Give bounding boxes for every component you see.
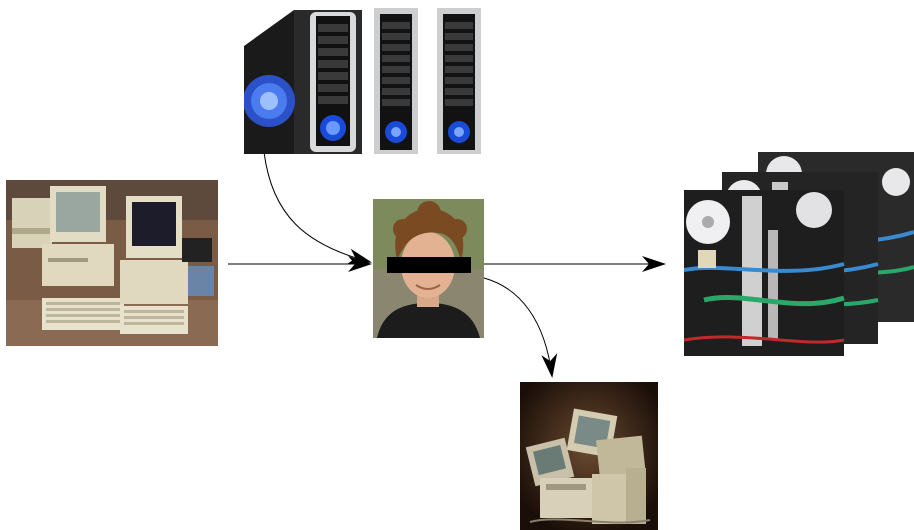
arrow-person-to-junk bbox=[483, 277, 558, 378]
person-photo-censored bbox=[373, 199, 484, 338]
old-computers-image bbox=[6, 180, 218, 346]
server-towers-image bbox=[244, 6, 484, 154]
computer-junk-pile-image bbox=[520, 382, 658, 530]
computer-cluster-image bbox=[684, 152, 914, 356]
arrow-servers-to-person bbox=[263, 151, 372, 265]
